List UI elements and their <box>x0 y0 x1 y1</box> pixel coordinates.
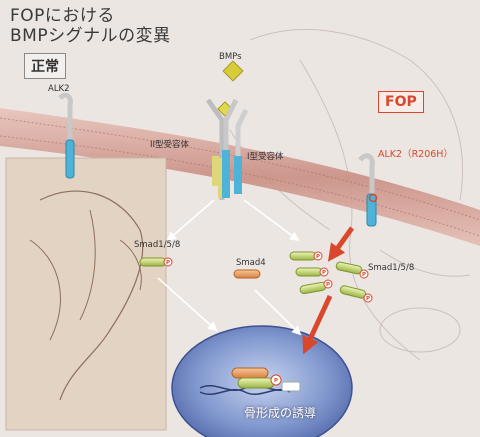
svg-text:P: P <box>274 378 278 384</box>
bone-formation-label: 骨形成の誘導 <box>244 406 317 420</box>
smad4-label: Smad4 <box>236 258 266 268</box>
title-line-2: BMPシグナルの変異 <box>10 26 171 46</box>
svg-text:P: P <box>366 296 370 302</box>
svg-text:P: P <box>326 282 330 288</box>
bmps-label: BMPs <box>219 52 242 62</box>
alk2-mutant-label: ALK2（R206H） <box>378 149 453 160</box>
diagram-title: FOPにおける BMPシグナルの変異 <box>10 6 171 46</box>
svg-text:P: P <box>322 270 326 276</box>
receptor-complex <box>205 98 249 200</box>
normal-anatomy-panel <box>5 157 167 431</box>
svg-text:P: P <box>362 272 366 278</box>
smad4-protein <box>233 269 261 279</box>
smad-158-left <box>139 257 173 267</box>
phospho-markers: P P P P P P P <box>166 254 370 384</box>
svg-text:P: P <box>316 254 320 260</box>
normal-badge: 正常 <box>24 53 66 79</box>
signal-arrows <box>157 199 302 336</box>
type1-receptor-label: I型受容体 <box>247 152 284 162</box>
alk2-label: ALK2 <box>48 84 70 94</box>
type2-receptor-label: II型受容体 <box>150 140 190 150</box>
anatomical-sketch-background <box>229 29 471 361</box>
alk2-receptor-normal <box>58 92 75 179</box>
alk2-receptor-mutant <box>358 153 378 227</box>
nuclear-smad-complex <box>231 367 301 392</box>
svg-text:P: P <box>166 260 170 266</box>
smad-158-right-cluster <box>289 251 373 303</box>
smad158-right-label: Smad1/5/8 <box>368 263 415 273</box>
fop-badge: FOP <box>378 91 424 113</box>
smad158-left-label: Smad1/5/8 <box>134 240 181 250</box>
mutant-signal-arrows <box>302 226 355 355</box>
title-line-1: FOPにおける <box>10 6 115 26</box>
bmp-ligands <box>217 60 244 117</box>
